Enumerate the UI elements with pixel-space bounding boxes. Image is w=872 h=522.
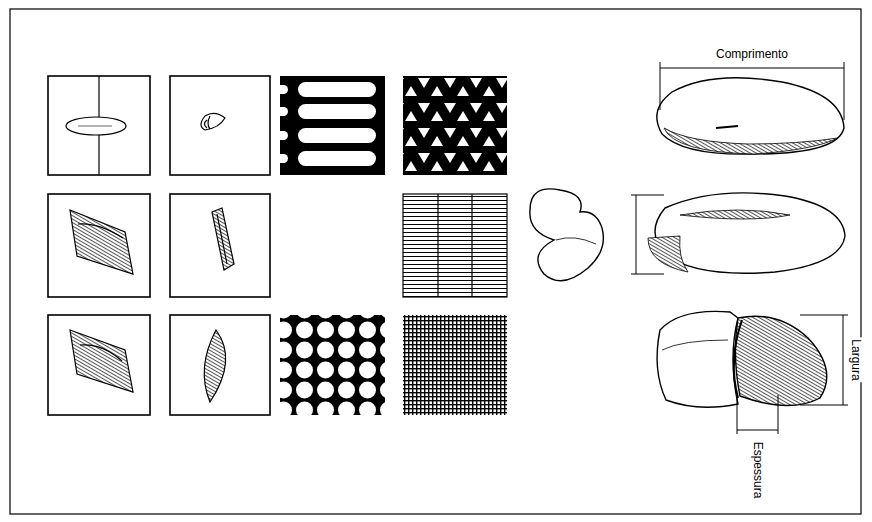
illustration-part (530, 189, 604, 281)
illustration-part (655, 193, 845, 273)
illustration-part (78, 126, 112, 127)
illustration-part (734, 320, 742, 398)
illustration-part (70, 330, 133, 392)
seed-length-view (657, 62, 844, 154)
illustration-part (204, 330, 225, 402)
illustration-part (298, 151, 376, 166)
illustration-part (80, 345, 122, 361)
illustration-part (403, 194, 507, 297)
illustration-part (170, 194, 270, 297)
illustration-part (716, 126, 738, 128)
illustration-part (276, 82, 376, 166)
illustration-part (631, 195, 664, 196)
illustration-part (48, 76, 150, 175)
illustration-part (648, 236, 688, 272)
dimension-label: Largura (849, 337, 863, 382)
seed-side-view (631, 193, 845, 274)
illustration-part (276, 107, 288, 116)
illustration-part (276, 131, 288, 140)
seed-panels (48, 76, 270, 415)
illustration-part (217, 214, 227, 264)
illustration-part (170, 76, 270, 175)
illustration-part (48, 315, 150, 415)
sieve-screens (276, 76, 507, 415)
illustration-part (403, 315, 507, 415)
dimension-label: Espessura (751, 440, 765, 501)
bean-seed (530, 189, 604, 281)
dimension-label: Comprimento (714, 47, 790, 61)
illustration-part (664, 128, 838, 154)
illustration-part (735, 316, 826, 405)
illustration-part (276, 85, 288, 94)
illustration-part (201, 113, 225, 130)
illustration-part (280, 76, 385, 175)
illustration-part (276, 154, 288, 163)
seed-section-view (657, 311, 848, 434)
illustration-part (471, 194, 472, 297)
illustration-part (636, 195, 637, 274)
illustration-part (403, 76, 507, 175)
illustration-part (280, 315, 385, 415)
illustration-part (631, 274, 664, 275)
illustration-part (660, 62, 661, 110)
illustration-part (212, 208, 234, 270)
frame (10, 9, 861, 514)
illustration-part (70, 210, 133, 274)
illustration-part (680, 210, 790, 219)
illustration-part (800, 315, 848, 316)
illustration-part (844, 62, 845, 120)
illustration-part (78, 224, 123, 238)
illustration-part (657, 78, 844, 154)
illustration-part (298, 82, 376, 97)
illustration-part (298, 104, 376, 119)
illustration-part (843, 315, 844, 405)
illustration-part (437, 194, 438, 297)
illustration-part (66, 117, 126, 135)
illustration-part (298, 128, 376, 143)
illustration-part (556, 238, 596, 244)
illustration-part (737, 395, 738, 434)
illustration-part (205, 116, 211, 129)
illustration-part (778, 395, 779, 434)
illustration-part (800, 405, 848, 406)
illustration-part (660, 68, 844, 69)
illustration-part (170, 315, 270, 415)
illustration-part (48, 194, 150, 297)
illustration-part (737, 430, 778, 431)
illustration-part (662, 340, 728, 350)
seed-in-panel (66, 76, 234, 402)
illustration-part (657, 311, 738, 407)
